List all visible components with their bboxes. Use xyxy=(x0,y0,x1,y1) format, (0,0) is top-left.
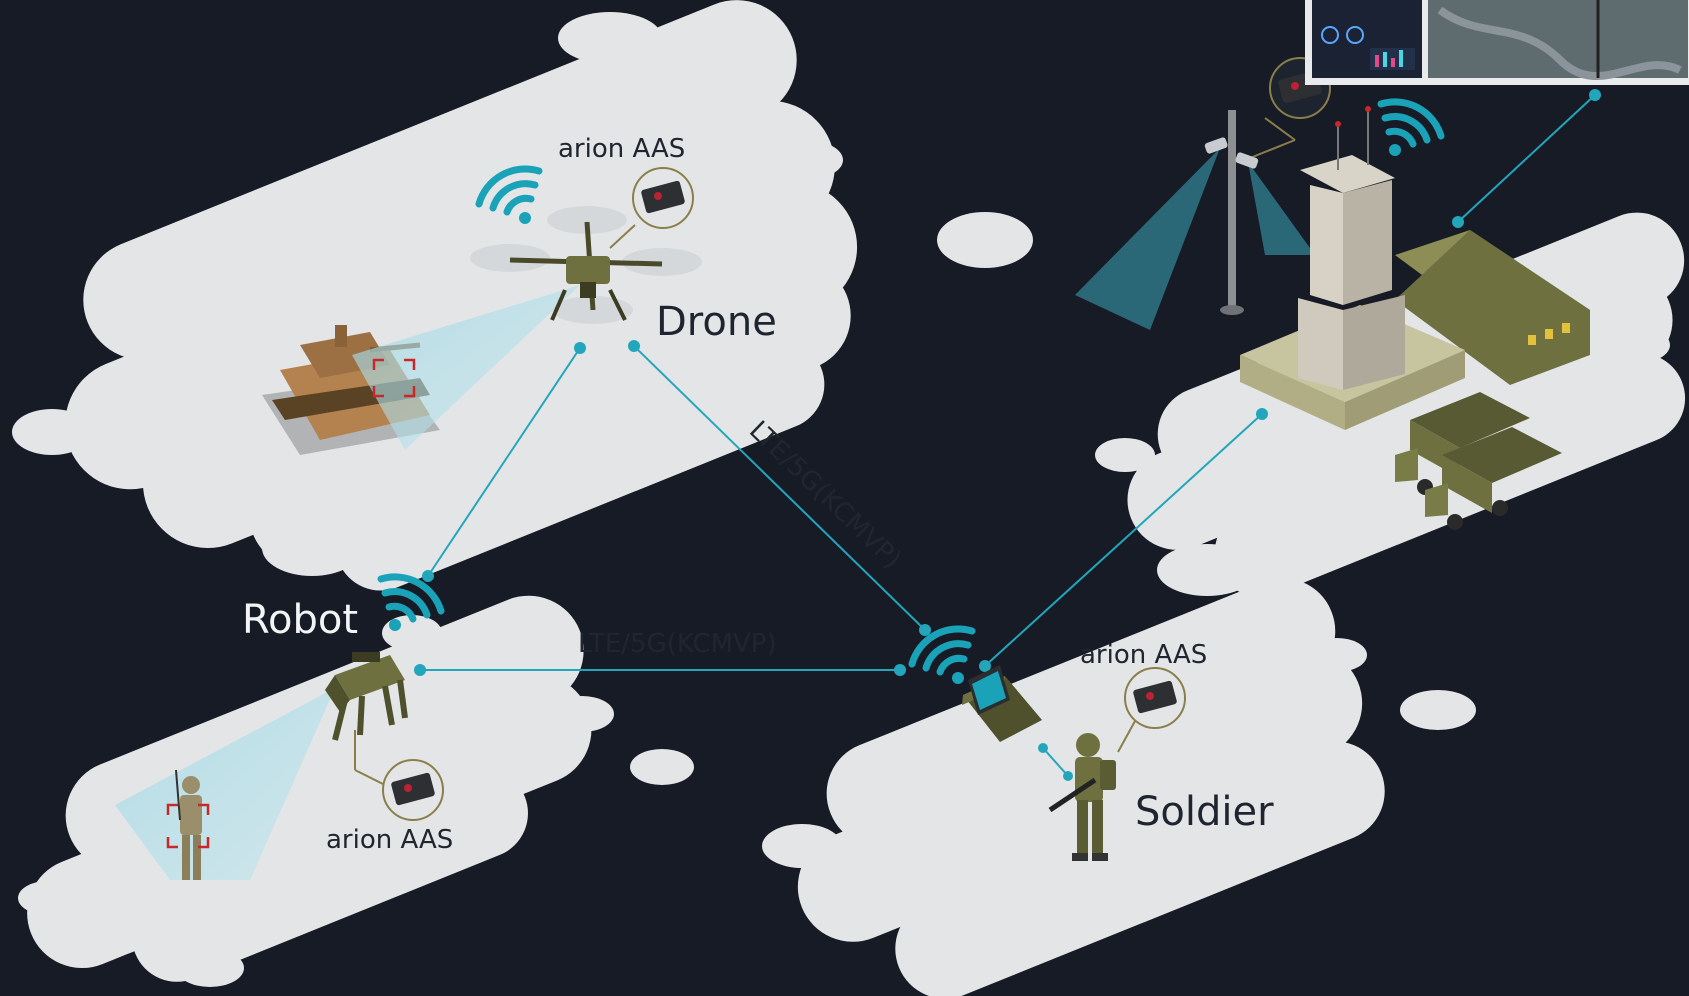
watchtower-icon xyxy=(1298,106,1405,390)
link-label-drone-soldier: LTE/5G(KCMVP) xyxy=(743,415,907,575)
cloud-soldier-area xyxy=(762,544,1476,996)
cloud-drone-area xyxy=(12,0,1033,604)
robot-aas-label: arion AAS xyxy=(326,825,453,855)
link-label-robot-soldier: LTE/5G(KCMVP) xyxy=(578,629,777,659)
drone-aas-label: arion AAS xyxy=(558,134,685,164)
cctv-cone-left xyxy=(1075,148,1220,330)
soldier-wifi-icon xyxy=(912,629,972,684)
control-dashboard-screen xyxy=(1305,0,1689,85)
cctv-cone-right xyxy=(1248,162,1315,255)
soldier-aas-label: arion AAS xyxy=(1080,640,1207,670)
base-wifi-icon xyxy=(1381,102,1441,156)
soldier-label: Soldier xyxy=(1135,789,1274,835)
robot-label: Robot xyxy=(242,597,358,643)
drone-label: Drone xyxy=(656,299,777,345)
cctv-pole-icon xyxy=(1204,110,1259,315)
